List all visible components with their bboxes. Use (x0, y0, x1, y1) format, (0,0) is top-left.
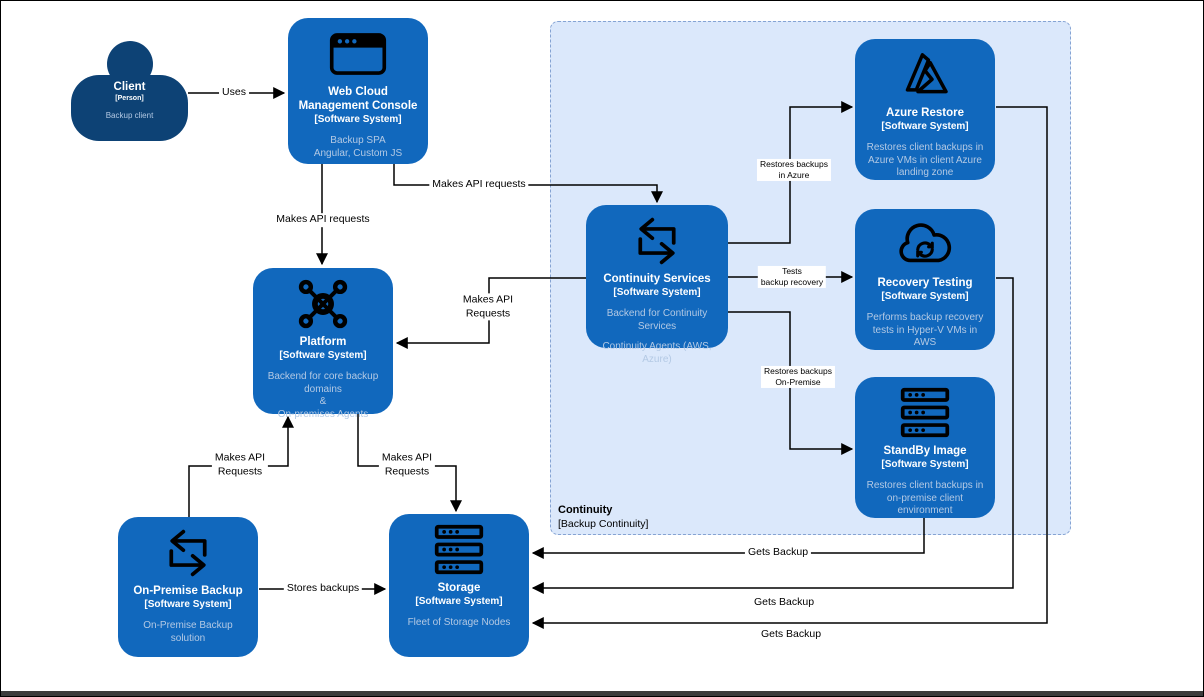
node-description: Fleet of Storage Nodes (407, 617, 511, 629)
edge-standby-storage[interactable] (531, 518, 925, 559)
node-title: Storage (437, 582, 481, 594)
person-name: Client (113, 81, 146, 93)
continuity-boundary-label: Continuity [Backup Continuity] (558, 504, 648, 531)
boundary-name: Continuity (558, 504, 613, 516)
server-stack-icon (431, 524, 487, 576)
boundary-type: [Backup Continuity] (558, 517, 649, 530)
edge-label-stores-backups: Stores backups (283, 582, 363, 596)
node-web-cloud-management-console[interactable]: Web Cloud Management Console [Software S… (288, 18, 428, 164)
edge-label-restores-onpremise: Restores backups On-Premise (760, 365, 836, 389)
node-type: [Software System] (144, 598, 232, 610)
node-type: [Software System] (314, 113, 402, 125)
edge-label-restores-azure: Restores backups in Azure (756, 158, 832, 182)
sync-loop-icon (157, 527, 219, 579)
node-title: Web Cloud Management Console (298, 86, 418, 112)
window-bottom-bar (1, 691, 1203, 696)
node-standby-image[interactable]: StandBy Image [Software System] Restores… (855, 377, 995, 518)
person-description: Backup client (105, 110, 154, 120)
node-description: Backend for core backup domains & On-pre… (267, 371, 379, 420)
node-platform[interactable]: Platform [Software System] Backend for c… (253, 268, 393, 420)
edge-label-console-continuity: Makes API requests (429, 178, 529, 192)
node-description: Backup SPA Angular, Custom JS (313, 135, 403, 159)
edge-label-platform-storage: Makes API Requests (378, 451, 436, 479)
node-title: Continuity Services (603, 273, 711, 285)
node-type: [Software System] (881, 290, 969, 302)
node-description: On-Premise Backup solution (143, 620, 233, 644)
edge-azure-storage[interactable] (531, 106, 1048, 629)
node-description: Restores client backups in on-premise cl… (866, 480, 984, 517)
node-description: Backend for Continuity Services (606, 308, 708, 332)
edge-label-gets-backup-3: Gets Backup (757, 628, 825, 642)
edge-label-gets-backup-1: Gets Backup (744, 546, 812, 560)
node-type: [Software System] (881, 458, 969, 470)
edge-label-gets-backup-2: Gets Backup (750, 596, 818, 610)
person-body (71, 75, 188, 141)
node-title: Recovery Testing (877, 277, 973, 289)
edge-label-continuity-platform: Makes API Requests (459, 293, 517, 321)
edge-label-uses: Uses (219, 86, 249, 100)
node-type: [Software System] (881, 120, 969, 132)
node-type: [Software System] (279, 349, 367, 361)
person-type: [Person] (115, 94, 144, 102)
edge-label-tests-recovery: Tests backup recovery (757, 265, 827, 289)
node-title: StandBy Image (883, 445, 967, 457)
node-description-2: Continuity Agents (AWS, Azure) (602, 341, 712, 365)
node-type: [Software System] (415, 595, 503, 607)
edge-label-onprem-platform: Makes API Requests (211, 451, 269, 479)
node-title: Platform (299, 336, 347, 348)
network-hub-icon (297, 278, 349, 330)
edge-recovery-storage[interactable] (531, 277, 1014, 594)
node-azure-restore[interactable]: Azure Restore [Software System] Restores… (855, 39, 995, 180)
cloud-sync-icon (895, 219, 955, 271)
node-type: [Software System] (613, 286, 701, 298)
node-description: Restores client backups in Azure VMs in … (866, 142, 984, 179)
node-onpremise-backup[interactable]: On-Premise Backup [Software System] On-P… (118, 517, 258, 657)
node-title: On-Premise Backup (133, 585, 243, 597)
node-continuity-services[interactable]: Continuity Services [Software System] Ba… (586, 205, 728, 365)
node-storage[interactable]: Storage [Software System] Fleet of Stora… (389, 514, 529, 657)
server-stack-icon (897, 387, 953, 439)
browser-icon (329, 28, 387, 80)
sync-loop-icon (626, 215, 688, 267)
node-recovery-testing[interactable]: Recovery Testing [Software System] Perfo… (855, 209, 995, 350)
node-client-person[interactable]: Client [Person] Backup client (71, 41, 188, 141)
node-title: Azure Restore (886, 107, 964, 119)
edge-label-console-platform: Makes API requests (273, 213, 373, 227)
node-description: Performs backup recovery tests in Hyper-… (866, 312, 984, 349)
azure-icon (897, 49, 953, 101)
